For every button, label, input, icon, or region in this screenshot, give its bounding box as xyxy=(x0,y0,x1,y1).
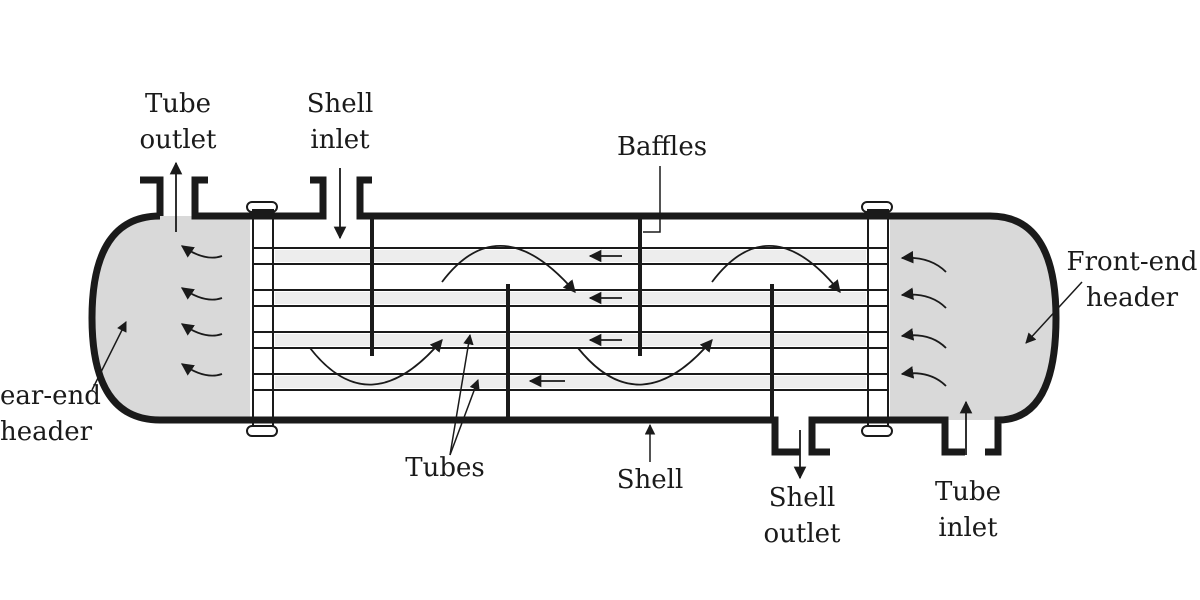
nozzle-flow-arrows xyxy=(333,168,807,480)
shell-outline xyxy=(88,176,1060,456)
front-header-flow-arrows xyxy=(900,250,973,455)
label-front-end-header: Front-end header xyxy=(1067,247,1198,313)
label-shell-outlet: Shell outlet xyxy=(764,483,842,549)
svg-text:Shell: Shell xyxy=(769,483,836,513)
svg-text:inlet: inlet xyxy=(310,125,370,155)
svg-text:Shell: Shell xyxy=(307,89,374,119)
flange-bolts xyxy=(246,201,893,437)
svg-text:Tube: Tube xyxy=(935,477,1001,507)
svg-text:Front-end: Front-end xyxy=(1067,247,1198,277)
svg-text:Tubes: Tubes xyxy=(405,453,484,483)
label-tubes: Tubes xyxy=(405,453,484,483)
svg-text:Baffles: Baffles xyxy=(617,132,707,162)
leader-lines xyxy=(91,166,1083,462)
svg-text:header: header xyxy=(1086,283,1179,313)
rear-header-flow-arrows xyxy=(169,161,223,377)
tube-bundle xyxy=(252,247,889,391)
svg-text:inlet: inlet xyxy=(938,513,998,543)
label-shell-inlet: Shell inlet xyxy=(307,89,374,155)
label-shell: Shell xyxy=(617,465,684,495)
svg-text:header: header xyxy=(0,417,93,447)
svg-text:Shell: Shell xyxy=(617,465,684,495)
label-tube-inlet: Tube inlet xyxy=(935,477,1001,543)
rear-end-header-fill xyxy=(92,216,250,420)
label-tube-outlet: Tube outlet xyxy=(140,89,218,155)
label-rear-end-header: ear-end header xyxy=(0,381,101,447)
shell-flow-arrows xyxy=(309,245,841,388)
svg-text:ear-end: ear-end xyxy=(0,381,101,411)
tube-sheets xyxy=(252,209,889,427)
tube-bundle-fill xyxy=(275,250,866,388)
svg-text:outlet: outlet xyxy=(764,519,842,549)
front-end-header-fill xyxy=(890,216,1056,420)
svg-text:Tube: Tube xyxy=(145,89,211,119)
svg-text:outlet: outlet xyxy=(140,125,218,155)
label-baffles: Baffles xyxy=(617,132,707,162)
baffles xyxy=(370,216,774,420)
